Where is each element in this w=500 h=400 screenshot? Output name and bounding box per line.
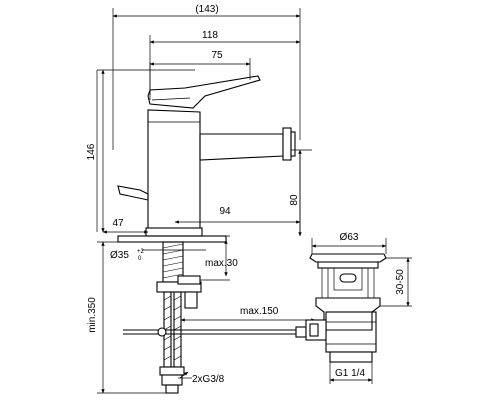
- popup-rod: [123, 326, 307, 338]
- dim-overall-width-label: (143): [195, 4, 218, 15]
- drain-cap: [309, 253, 387, 263]
- spout-nozzle: [282, 127, 292, 161]
- hoses-assembly: [156, 241, 202, 394]
- waste-assembly: [305, 253, 387, 363]
- dim-body-depth: 47: [102, 218, 149, 234]
- dim-spout-height-label: 80: [289, 194, 300, 206]
- faucet-body: [117, 75, 296, 243]
- dim-waste-thread: G1 1/4: [329, 362, 373, 384]
- dim-height-total: 146: [86, 69, 195, 233]
- faucet-main-body: [147, 109, 201, 229]
- dim-waste-diameter: Ø63: [311, 232, 387, 254]
- dim-hose-thread: 2xG3/8: [178, 371, 225, 385]
- dim-lever-length-label: 75: [211, 50, 223, 61]
- spout: [199, 133, 284, 161]
- dim-min-hose-label: min.350: [87, 297, 98, 333]
- dim-base-diameter-tol: +2: [137, 249, 145, 255]
- dim-waste-thread-label: G1 1/4: [335, 368, 365, 379]
- dim-height-total-label: 146: [86, 143, 97, 160]
- dim-overall-width: (143): [112, 4, 301, 150]
- dim-lever-to-spout-label: 118: [202, 30, 218, 41]
- popup-lever: [117, 185, 149, 201]
- dim-max-deck: max.30: [190, 235, 238, 281]
- dim-min-hose: min.350: [87, 241, 166, 394]
- base-ring: [145, 227, 203, 237]
- deck: [117, 235, 227, 243]
- dim-base-diameter-tol-low: 0: [138, 256, 142, 262]
- dim-lever-to-spout: 118: [149, 30, 301, 95]
- dim-lever-length: 75: [149, 50, 251, 100]
- dim-max-rod-label: max.150: [240, 306, 279, 317]
- dim-max-rod: max.150: [180, 306, 316, 322]
- dim-base-diameter-label: Ø35: [110, 250, 129, 261]
- dim-waste-height: 30-50: [380, 257, 412, 307]
- dim-hose-thread-label: 2xG3/8: [192, 374, 225, 385]
- dim-spout-reach: 94: [174, 150, 301, 232]
- dim-spout-reach-label: 94: [219, 206, 231, 217]
- dim-waste-height-label: 30-50: [395, 269, 406, 295]
- dim-spout-height: 80: [289, 149, 312, 237]
- dim-max-deck-label: max.30: [205, 258, 238, 269]
- lever-handle: [147, 75, 261, 109]
- dim-waste-diameter-label: Ø63: [340, 232, 359, 243]
- dim-body-depth-label: 47: [112, 218, 124, 229]
- dim-base-diameter: Ø35 +2 0: [110, 249, 206, 262]
